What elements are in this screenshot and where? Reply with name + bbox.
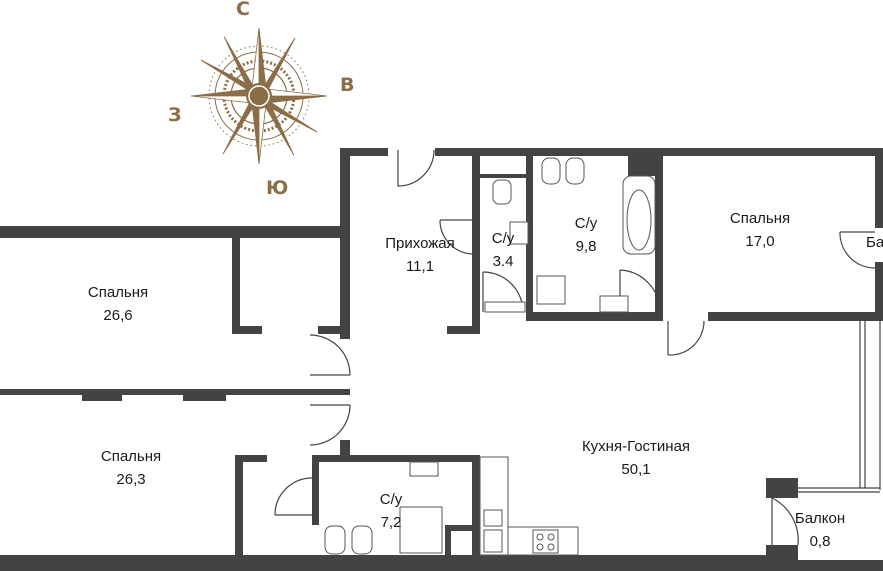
bedroom-top-left-name: Спальня — [88, 284, 148, 301]
bath-main-name: С/у — [575, 215, 598, 232]
kitchen-living-name: Кухня-Гостиная — [582, 438, 690, 455]
bath-main-area: 9,8 — [576, 238, 597, 255]
compass-south-label: Ю — [266, 177, 288, 199]
hallway-area: 11,1 — [406, 258, 434, 275]
bath-small-name: С/у — [492, 230, 515, 247]
bedroom-bottom-left-name: Спальня — [101, 448, 161, 465]
compass-rose — [190, 27, 328, 165]
bedroom-right-area: 17,0 — [745, 233, 774, 250]
walls — [0, 148, 883, 571]
bath-small-area: 3.4 — [493, 253, 514, 270]
hallway-name: Прихожая — [385, 235, 455, 252]
balcony-name: Балкон — [795, 510, 845, 527]
cropped-balcony-label: Ба — [866, 234, 883, 251]
bedroom-bottom-left-area: 26,3 — [116, 471, 145, 488]
kitchen-living-area: 50,1 — [621, 461, 650, 478]
bedroom-top-left-area: 26,6 — [103, 307, 132, 324]
bath-bottom-name: С/у — [380, 491, 403, 508]
fixtures — [324, 157, 656, 556]
bath-bottom-area: 7,2 — [381, 514, 402, 531]
compass-east-label: В — [340, 74, 354, 96]
compass-west-label: З — [168, 104, 182, 126]
balcony-area: 0,8 — [810, 533, 831, 550]
bedroom-right-name: Спальня — [730, 210, 790, 227]
compass-north-label: С — [236, 0, 250, 20]
